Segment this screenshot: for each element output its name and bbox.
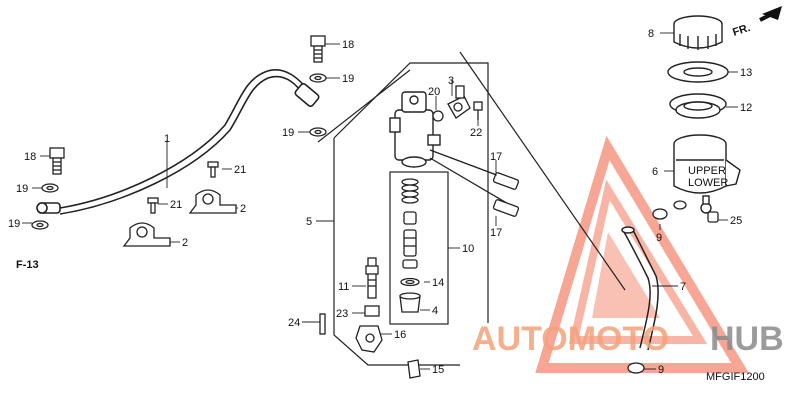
- section-reference: F-13: [16, 259, 39, 271]
- reservoir-lower-mark: LOWER: [688, 177, 728, 189]
- clamp-right: [188, 189, 237, 214]
- clamp-left: [122, 222, 171, 247]
- diaphragm: [669, 93, 727, 119]
- front-direction-label: FR.: [731, 22, 752, 39]
- mounting-bolts: [429, 149, 520, 217]
- reservoir-tank: [673, 134, 741, 214]
- callout-13: 13: [740, 67, 752, 79]
- watermark-text: AUTOMOTO HUB: [472, 320, 784, 358]
- bolt-left: [49, 147, 65, 175]
- spring: [401, 178, 419, 204]
- callout-6: 6: [652, 166, 658, 178]
- leader-lines: [22, 32, 738, 370]
- joint-pin: [407, 359, 421, 379]
- callout-9a: 9: [656, 232, 662, 244]
- callout-11: 11: [338, 281, 349, 293]
- callout-21b: 21: [170, 199, 182, 211]
- reservoir-screw: [707, 211, 719, 223]
- callout-5: 5: [306, 216, 312, 228]
- callout-2a: 2: [182, 237, 188, 249]
- callout-10: 10: [462, 243, 474, 255]
- nut: [364, 305, 380, 317]
- reservoir-upper-mark: UPPER: [688, 165, 726, 177]
- callout-21a: 21: [234, 164, 246, 176]
- watermark-word-1: AUTOMOTO: [472, 320, 669, 358]
- callout-18-left: 18: [24, 151, 36, 163]
- callout-17a: 17: [490, 151, 502, 163]
- callout-19-left: 19: [16, 183, 28, 195]
- brake-hose: [36, 69, 320, 215]
- reservoir-cap: [673, 15, 723, 50]
- callout-numbers: 1 2 2 3 4 5 6 7 8 9 9 10 11 12 13 14 15 …: [8, 28, 752, 376]
- callout-25: 25: [730, 215, 742, 227]
- callout-15: 15: [432, 364, 444, 376]
- push-rod: [365, 257, 379, 299]
- piston-parts: [399, 211, 421, 313]
- screws: [147, 161, 219, 214]
- callout-17b: 17: [490, 227, 502, 239]
- front-direction-arrow: [759, 6, 782, 22]
- callout-18-top: 18: [342, 39, 354, 51]
- callout-16: 16: [394, 329, 406, 341]
- joint: [355, 325, 383, 353]
- callout-7: 7: [680, 281, 686, 293]
- callout-22: 22: [470, 127, 482, 139]
- callout-4: 4: [432, 305, 438, 317]
- bolt-top: [310, 35, 326, 63]
- callout-19-lower: 19: [8, 218, 20, 230]
- hose-joint: [432, 85, 483, 122]
- callout-1: 1: [164, 133, 170, 145]
- callout-14: 14: [432, 277, 444, 289]
- callout-3: 3: [448, 75, 454, 87]
- callout-9b: 9: [658, 364, 664, 376]
- callout-20: 20: [428, 86, 440, 98]
- callout-19-mid: 19: [282, 127, 294, 139]
- drawing-code: MFGIF1200: [706, 371, 765, 383]
- callout-23: 23: [336, 308, 348, 320]
- callout-24: 24: [288, 317, 300, 329]
- cotter-pin: [319, 313, 326, 335]
- washers-top: [309, 73, 327, 137]
- callout-8: 8: [648, 28, 654, 40]
- master-cylinder-body: [389, 91, 441, 168]
- watermark-word-2: HUB: [710, 320, 784, 358]
- callout-2b: 2: [240, 203, 246, 215]
- callout-12: 12: [740, 102, 752, 114]
- hose-clips: [627, 200, 687, 374]
- callout-19-top: 19: [342, 73, 354, 85]
- diaphragm-plate: [667, 61, 729, 83]
- reservoir-hose: [621, 226, 659, 351]
